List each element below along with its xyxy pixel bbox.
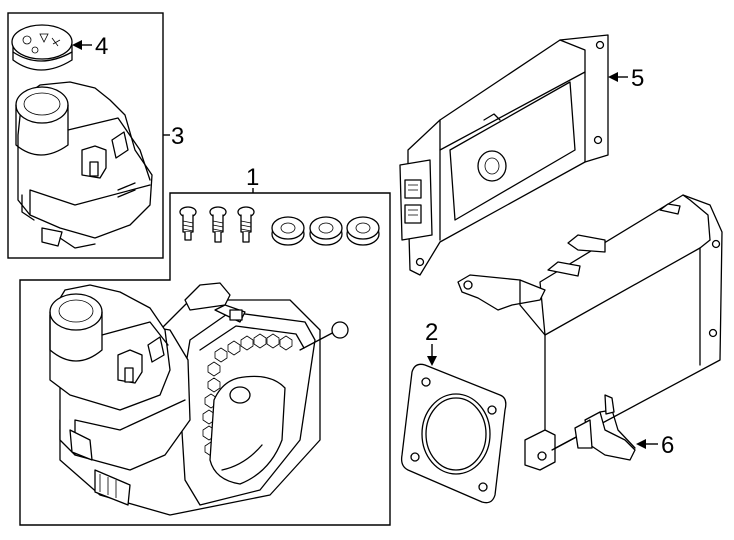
callout-label-3: 3 (171, 123, 184, 150)
booster-group: 1 (19, 164, 391, 526)
callout-1: 1 (246, 164, 259, 193)
grommet-set (271, 216, 380, 246)
cap-drawing (11, 24, 73, 71)
booster-box (19, 192, 391, 526)
callout-3: 3 (163, 123, 184, 150)
callout-6: 6 (636, 432, 674, 459)
callout-4: 4 (72, 33, 108, 60)
callout-label-5: 5 (631, 65, 644, 92)
callout-label-2: 2 (425, 319, 438, 346)
control-module: 5 (399, 34, 644, 276)
callout-label-4: 4 (95, 33, 108, 60)
reservoir-drawing (15, 81, 153, 249)
gasket: 2 (400, 319, 507, 504)
reservoir-group: 4 3 (7, 12, 184, 259)
callout-2: 2 (425, 319, 438, 366)
callout-label-1: 1 (246, 164, 259, 191)
bolt-set (179, 206, 255, 243)
callout-5: 5 (608, 65, 644, 92)
booster-drawing (49, 282, 349, 516)
callout-label-6: 6 (661, 432, 674, 459)
mounting-bracket: 6 (457, 194, 723, 471)
